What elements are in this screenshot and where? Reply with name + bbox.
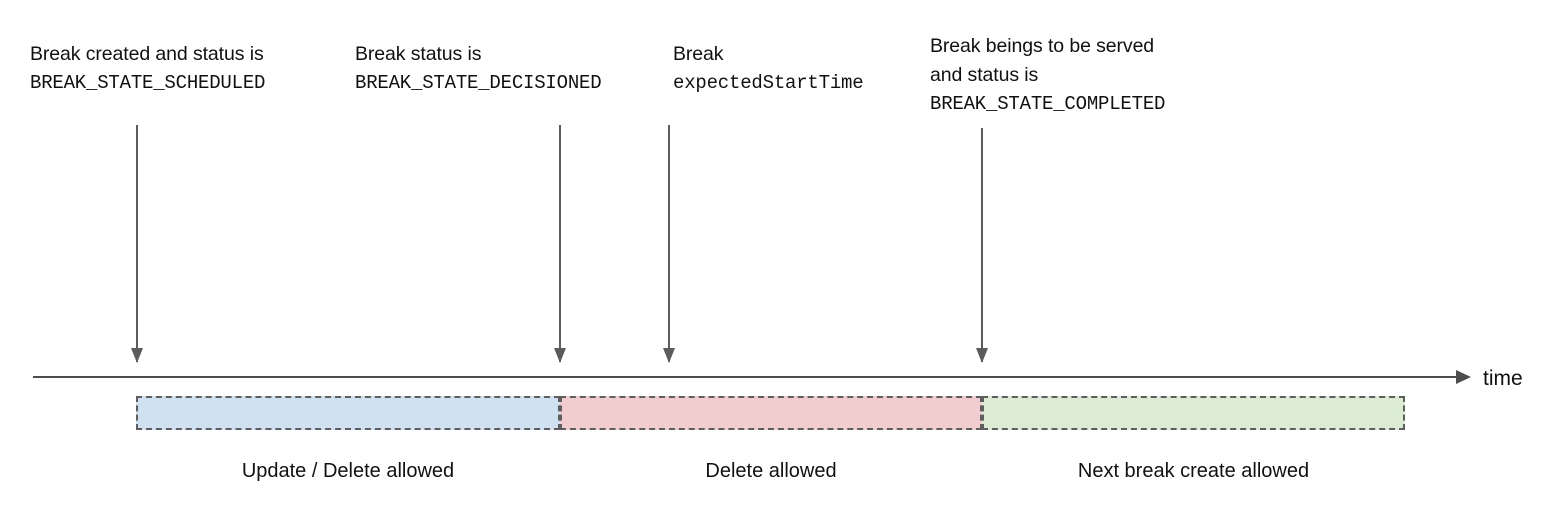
annotation-completed-line-1: Break beings to be served — [930, 35, 1155, 57]
annotation-scheduled-line-2: BREAK_STATE_SCHEDULED — [30, 72, 266, 94]
time-axis-line — [33, 376, 1458, 378]
pointer-arrow-shaft — [668, 125, 670, 362]
phase-bar-delete-only — [560, 396, 982, 430]
pointer-arrow-shaft — [981, 128, 983, 362]
phase-caption-update-delete: Update / Delete allowed — [241, 460, 455, 482]
annotation-expected-start-time: Break expectedStartTime — [673, 40, 864, 98]
phase-caption-delete-only: Delete allowed — [705, 460, 837, 482]
pointer-arrow-expected-start-time — [662, 125, 676, 363]
pointer-arrow-shaft — [136, 125, 138, 362]
pointer-arrow-shaft — [559, 125, 561, 362]
annotation-scheduled: Break created and status is BREAK_STATE_… — [30, 40, 265, 98]
pointer-arrow-completed — [975, 128, 989, 363]
arrow-down-icon — [662, 348, 675, 363]
annotation-completed: Break beings to be served and status is … — [930, 32, 1165, 119]
pointer-arrow-scheduled — [130, 125, 144, 363]
annotation-decisioned-line-1: Break status is — [355, 43, 482, 65]
phase-bar-update-delete — [136, 396, 560, 430]
annotation-expected-start-time-line-2: expectedStartTime — [673, 72, 864, 94]
annotation-scheduled-line-1: Break created and status is — [30, 43, 264, 65]
time-axis-label: time — [1483, 367, 1523, 390]
arrow-right-icon — [1456, 370, 1471, 384]
phase-bar-next-break — [982, 396, 1405, 430]
annotation-expected-start-time-line-1: Break — [673, 43, 724, 65]
phase-caption-next-break: Next break create allowed — [1077, 460, 1310, 482]
arrow-down-icon — [975, 348, 988, 363]
arrow-down-icon — [130, 348, 143, 363]
pointer-arrow-decisioned — [553, 125, 567, 363]
annotation-decisioned-line-2: BREAK_STATE_DECISIONED — [355, 72, 602, 94]
annotation-completed-line-2: and status is — [930, 64, 1039, 86]
annotation-completed-line-3: BREAK_STATE_COMPLETED — [930, 93, 1166, 115]
arrow-down-icon — [553, 348, 566, 363]
annotation-decisioned: Break status is BREAK_STATE_DECISIONED — [355, 40, 602, 98]
